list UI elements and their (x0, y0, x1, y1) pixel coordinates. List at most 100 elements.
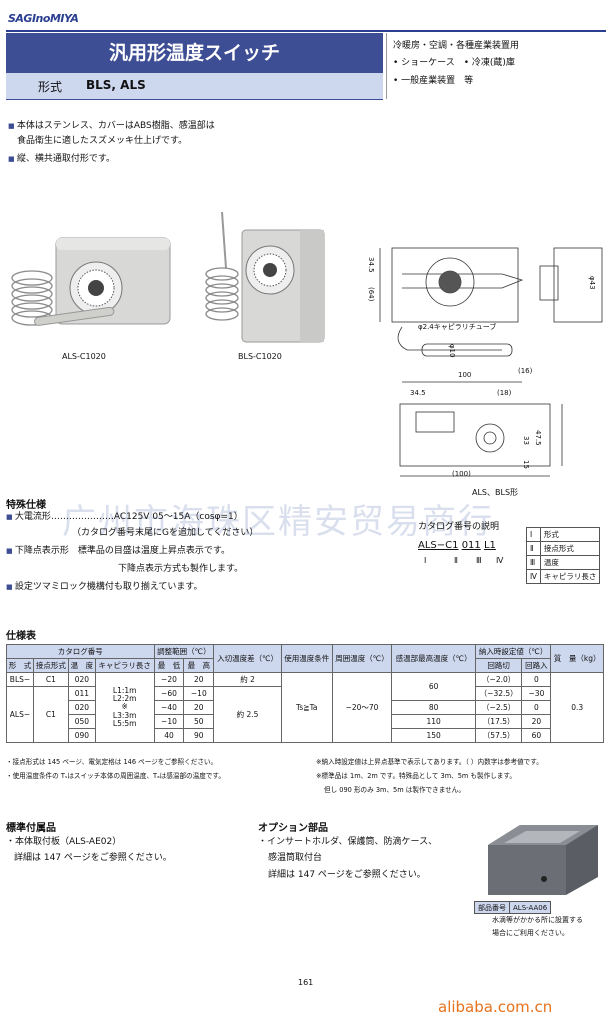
legend-key-4: Ⅳ (526, 569, 541, 584)
cell-temp: 050 (67, 714, 96, 729)
th-mass: 質 量（kg） (550, 644, 604, 673)
drip-case-photo (488, 825, 598, 895)
accessories-line-2: 詳細は 147 ページをご参照ください。 (14, 853, 172, 863)
part-value: ALS-AA06 (508, 901, 552, 914)
code-part-2: C1 (445, 540, 459, 551)
application-line-1: 冷暖房・空調・各種産業装置用 (393, 41, 520, 51)
tube-label: φ2.4キャピラリチューブ (418, 323, 497, 331)
note-right-3: 但し 090 形のみ 3m、5m は製作できません。 (324, 786, 465, 794)
cell-diff: 約 2 (213, 672, 282, 687)
page-title: 汎用形温度スイッチ (6, 33, 383, 73)
part-note-1: 水滴等がかかる所に設置する (492, 916, 583, 924)
bls-product-photo (205, 211, 325, 343)
table-row: ALS− C1 011 −60 −10 約 2.5 （−32.5） −30 (6, 686, 604, 743)
dim-side-34-5: 34.5 (410, 389, 426, 397)
cell-on: 0 (521, 672, 552, 687)
spec-heading: 仕様表 (6, 631, 36, 642)
cell-bulb: 150 (391, 728, 476, 743)
th-min: 最 低 (153, 658, 185, 673)
part-note-2: 場合にご利用ください。 (492, 929, 569, 937)
cell-on: 0 (521, 700, 552, 715)
model-label: 形式 (38, 80, 63, 94)
legend-val-4: キャピラリ長さ (539, 569, 601, 584)
th-factory: 納入時設定値（℃） (474, 644, 552, 659)
cell-max: 50 (183, 714, 215, 729)
cell-temp: 011 (67, 686, 96, 701)
th-temp: 温 度 (67, 658, 96, 673)
cell-mass: 0.3 (550, 672, 604, 743)
cell-on: 20 (521, 714, 552, 729)
catalog-explain-heading: カタログ番号の説明 (418, 522, 500, 532)
catalog-code: ALS−C1 011 L1 (418, 540, 496, 551)
cell-diff: 約 2.5 (213, 686, 282, 743)
cell-min: −60 (153, 686, 185, 701)
cell-min: −10 (153, 714, 185, 729)
code-part-3: 011 (461, 540, 481, 551)
cell-bulb: 80 (391, 700, 476, 715)
dimension-drawing (379, 247, 603, 477)
cell-temp: 020 (67, 700, 96, 715)
legend-val-3: 温度 (539, 555, 601, 570)
th-on: 回路入 (521, 658, 552, 673)
cell-bulb: 60 (391, 672, 476, 701)
options-heading: オプション部品 (258, 823, 328, 834)
special-item-1: 大電流形…………………AC125V 05～15A（cosφ=1） (6, 512, 243, 523)
legend-key-1: Ⅰ (526, 527, 541, 542)
cell-max: −10 (183, 686, 215, 701)
cell-max: 20 (183, 672, 215, 687)
legend-key-2: Ⅱ (526, 541, 541, 556)
th-off: 回路切 (474, 658, 523, 673)
bls-caption: BLS-C1020 (238, 352, 282, 361)
th-range: 調整範囲（℃） (153, 644, 215, 659)
dim-side-18: (18) (497, 389, 512, 397)
cell-min: 40 (153, 728, 185, 743)
cell-on: −30 (521, 686, 552, 701)
table-row: 090 40 90 150 （57.5） 60 (7, 728, 604, 743)
application-freezer: 冷凍(蔵)庫 (471, 58, 515, 68)
cell-temp: 020 (67, 672, 96, 687)
dim-side-100: (100) (452, 470, 471, 478)
th-catalog: カタログ番号 (6, 644, 155, 659)
legend-key-3: Ⅲ (526, 555, 541, 570)
brand-logo: SAGInoMIYA (8, 12, 79, 25)
accessories-line-1: ・本体取付板（ALS-AE02） (6, 837, 122, 847)
th-model: 形 式 (6, 658, 34, 673)
options-line-2: 感温筒取付台 (268, 853, 323, 863)
th-cond: 使用温度条件 (280, 644, 333, 673)
roman-3: Ⅲ (476, 556, 482, 565)
page-number: 161 (298, 978, 314, 987)
cell-off: （−32.5） (474, 686, 523, 701)
th-max: 最 高 (183, 658, 215, 673)
cell-min: −40 (153, 700, 185, 715)
legend-val-2: 接点形式 (539, 541, 601, 556)
special-item-2: 下降点表示形 標準品の目盛は温度上昇点表示です。 (6, 546, 230, 557)
dim-16: (16) (518, 367, 533, 375)
accessories-heading: 標準付属品 (6, 823, 56, 834)
cell-ambient: −20～70 (331, 672, 393, 743)
part-number-table: 部品番号 ALS-AA06 (474, 901, 552, 914)
cell-min: −20 (153, 672, 185, 687)
application-showcase: ショーケース (401, 58, 455, 68)
note-left-2: ・使用温度条件の Tₛはスイッチ本体の周囲温度、Tₐは感温部の温度です。 (6, 772, 225, 780)
cell-model: ALS− (6, 686, 34, 743)
cell-off: （−2.0） (474, 672, 523, 687)
cell-contact: C1 (32, 672, 69, 687)
cell-contact: C1 (32, 686, 69, 743)
special-item-3: 設定ツマミロック機構付も取り揃えています。 (6, 582, 203, 593)
intro-line-2: 食品衛生に適したスズメッキ仕上げです。 (17, 136, 188, 146)
dim-64: (64) (367, 287, 375, 302)
cell-max: 20 (183, 700, 215, 715)
th-contact: 接点形式 (32, 658, 69, 673)
th-bulb: 感温部最高温度（℃） (391, 644, 476, 673)
note-right-1: ※納入時設定値は上昇点基準で表示してあります。（ ）内数字は参考値です。 (316, 758, 543, 766)
roman-1: Ⅰ (424, 556, 427, 565)
table-row: 020 −40 20 80 （−2.5） 0 (7, 700, 604, 715)
special-heading: 特殊仕様 (6, 500, 46, 511)
site-watermark: alibaba.com.cn (438, 998, 553, 1016)
dim-side-47-5: 47.5 (534, 430, 542, 446)
th-diff: 入切温度差（℃） (213, 644, 282, 673)
dim-phi43: φ43 (588, 276, 596, 290)
intro-line-3: 縦、横共通取付形です。 (8, 154, 115, 165)
special-item-1-note: （カタログ番号末尾にGを追加してください） (72, 528, 259, 538)
